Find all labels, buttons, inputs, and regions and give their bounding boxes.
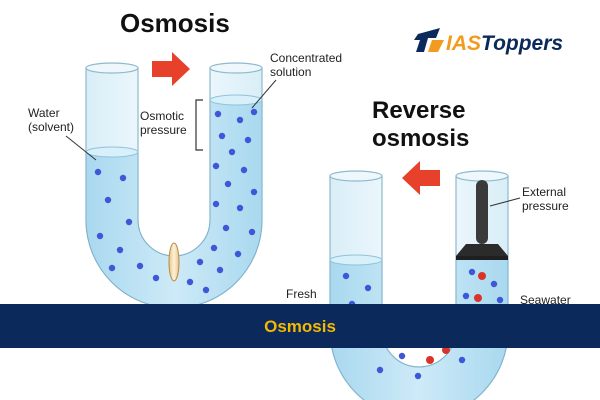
osmosis-title: Osmosis <box>120 8 230 38</box>
external-pressure-leader <box>489 197 521 207</box>
piston-head <box>456 244 508 256</box>
reverse-title-line2: osmosis <box>372 125 469 152</box>
concentrated-leader-line <box>251 79 277 109</box>
osmotic-pressure-line1: Osmotic <box>140 109 184 123</box>
external-pressure-line1: External <box>522 185 566 199</box>
flow-arrow-right <box>152 52 190 86</box>
flow-arrow-left <box>402 161 440 195</box>
reverse-osmosis-u-tube <box>329 170 509 400</box>
title-banner: Osmosis <box>0 304 600 348</box>
water-label-line2: (solvent) <box>28 120 74 134</box>
brand-logo: IASToppers <box>414 28 563 55</box>
concentrated-label-line1: Concentrated <box>270 51 342 65</box>
osmotic-pressure-bracket <box>195 99 203 151</box>
osmotic-pressure-line2: pressure <box>140 123 187 137</box>
concentrated-label-line2: solution <box>270 65 311 79</box>
brand-name: IASToppers <box>446 32 563 55</box>
seawater-label: Seawater <box>520 293 571 307</box>
fresh-label: Fresh <box>286 287 317 301</box>
water-leader-line <box>65 135 97 161</box>
water-label-line1: Water <box>28 106 60 120</box>
semipermeable-membrane <box>168 242 180 282</box>
brand-mark-icon <box>414 28 440 52</box>
external-pressure-line2: pressure <box>522 199 569 213</box>
banner-title: Osmosis <box>264 317 336 336</box>
osmosis-u-tube <box>85 62 263 309</box>
piston-rod <box>476 180 488 244</box>
reverse-title-line1: Reverse <box>372 97 465 124</box>
